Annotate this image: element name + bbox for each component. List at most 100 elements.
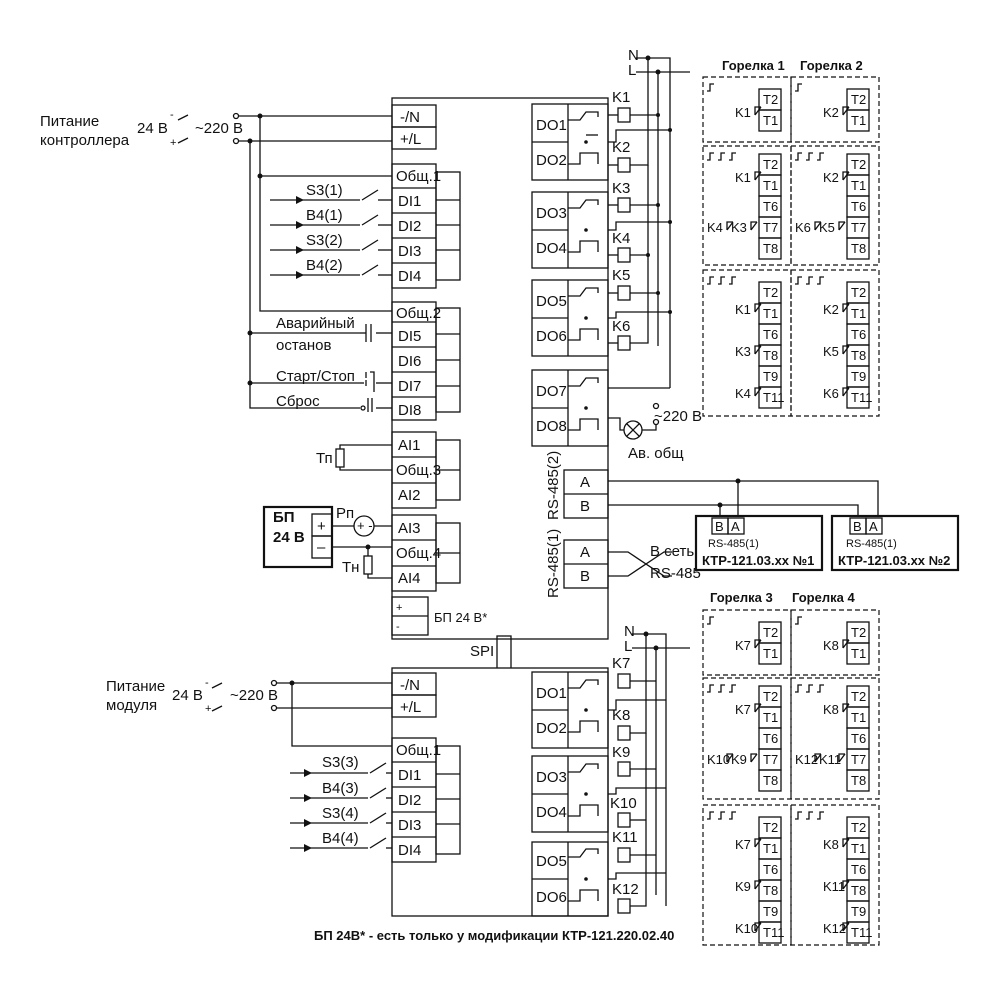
do4-label: DO4 bbox=[536, 240, 567, 257]
contact-symbol bbox=[842, 922, 850, 932]
pulse-mark bbox=[729, 684, 736, 693]
pulse-mark bbox=[707, 811, 714, 820]
svg-text:K1: K1 bbox=[612, 89, 630, 106]
relay-label: K6 bbox=[823, 386, 839, 401]
pulse-mark bbox=[795, 276, 802, 285]
contact-symbol bbox=[754, 345, 762, 355]
svg-text:Общ.1: Общ.1 bbox=[396, 742, 441, 759]
terminal-label: T9 bbox=[851, 369, 866, 384]
common3-label: Общ.3 bbox=[396, 462, 441, 479]
terminal-t11 bbox=[758, 921, 782, 944]
v24-label: 24 В bbox=[137, 120, 168, 137]
burners-bottom: Горелка 3 Горелка 4 bbox=[702, 590, 880, 946]
relay-label: K11 bbox=[823, 879, 845, 894]
svg-text:K9: K9 bbox=[612, 744, 630, 761]
module-block: -/N +/L Общ.1 DI1 DI2 DI3 DI4 DO1 DO2 DO… bbox=[391, 667, 609, 917]
contact-symbol bbox=[842, 880, 850, 890]
switch-label-2: B4(1) bbox=[306, 207, 343, 224]
pulse-mark bbox=[817, 152, 824, 161]
common1-label: Общ.1 bbox=[396, 168, 441, 185]
contact-symbol bbox=[754, 838, 762, 848]
term-minus-n: -/N bbox=[400, 109, 420, 126]
svg-text:КТР-121.03.хх №1: КТР-121.03.хх №1 bbox=[702, 553, 814, 568]
terminal-label: T2 bbox=[763, 92, 778, 107]
svg-text:L: L bbox=[624, 638, 632, 655]
relays-bottom: N L K7 K8 K9 K10 K11 K12 bbox=[608, 623, 690, 914]
relay-label: K10 bbox=[735, 921, 758, 936]
terminal-label: T2 bbox=[851, 820, 866, 835]
svg-text:S3(4): S3(4) bbox=[322, 805, 359, 822]
svg-text:24 В: 24 В bbox=[172, 687, 203, 704]
terminal-t8 bbox=[758, 237, 782, 260]
pulse-mark bbox=[729, 276, 736, 285]
do5-label: DO5 bbox=[536, 293, 567, 310]
svg-text:-: - bbox=[205, 677, 209, 689]
pulse-mark bbox=[795, 152, 802, 161]
to-net-1: В сеть bbox=[650, 543, 694, 560]
relay-label: K8 bbox=[823, 837, 839, 852]
pulse-mark bbox=[795, 811, 802, 820]
di6-label: DI6 bbox=[398, 353, 421, 370]
terminal-t11 bbox=[846, 386, 870, 409]
relay-label: K5 bbox=[819, 220, 835, 235]
terminal-label: T11 bbox=[851, 925, 872, 940]
svg-text:K7: K7 bbox=[612, 655, 630, 672]
terminal-label: T1 bbox=[763, 710, 778, 725]
relays-top: N L K1 K2 K3 K4 K5 bbox=[608, 47, 702, 462]
terminal-label: T1 bbox=[851, 306, 866, 321]
terminal-label: T8 bbox=[763, 773, 778, 788]
pulse-mark bbox=[817, 811, 824, 820]
ktr-device-1: В А RS-485(1) КТР-121.03.хх №1 bbox=[694, 514, 824, 572]
ai4-label: AI4 bbox=[398, 570, 421, 587]
relay-label: K9 bbox=[735, 879, 751, 894]
pulse-mark bbox=[718, 152, 725, 161]
terminal-label: T1 bbox=[763, 841, 778, 856]
svg-text:модуля: модуля bbox=[106, 697, 157, 714]
terminal-t1 bbox=[846, 109, 870, 132]
contact-symbol bbox=[814, 221, 822, 231]
contact-symbol bbox=[754, 303, 762, 313]
svg-text:А: А bbox=[869, 519, 878, 534]
relay-label: K9 bbox=[731, 752, 747, 767]
svg-text:+/L: +/L bbox=[400, 699, 421, 716]
contact-symbol bbox=[754, 106, 762, 116]
svg-text:B4(3): B4(3) bbox=[322, 780, 359, 797]
rs1-a: A bbox=[580, 544, 590, 561]
contact-symbol bbox=[726, 221, 734, 231]
contact-symbol bbox=[750, 753, 758, 763]
do1-label: DO1 bbox=[536, 117, 567, 134]
terminal-label: T8 bbox=[851, 241, 866, 256]
psu-label-1: БП bbox=[273, 509, 295, 526]
do8-label: DO8 bbox=[536, 418, 567, 435]
relay-k7: K7 bbox=[612, 655, 656, 689]
reset-label: Сброс bbox=[276, 393, 320, 410]
relay-label: K8 bbox=[823, 702, 839, 717]
relay-k4: K4 bbox=[608, 230, 648, 263]
pulse-mark bbox=[718, 811, 725, 820]
terminal-label: T6 bbox=[763, 731, 778, 746]
n-label: N bbox=[628, 47, 639, 64]
switch-label-4: B4(2) bbox=[306, 257, 343, 274]
svg-text:DO4: DO4 bbox=[536, 804, 567, 821]
terminal-label: T8 bbox=[763, 883, 778, 898]
terminal-label: T6 bbox=[851, 862, 866, 877]
pulse-mark bbox=[795, 616, 802, 625]
svg-text:RS-485(1): RS-485(1) bbox=[846, 538, 897, 550]
contact-symbol bbox=[754, 703, 762, 713]
svg-text:RS-485(1): RS-485(1) bbox=[708, 538, 759, 550]
svg-text:-: - bbox=[170, 109, 174, 121]
contact-symbol bbox=[842, 345, 850, 355]
svg-text:В: В bbox=[853, 519, 862, 534]
relay-k9: K9 bbox=[612, 744, 656, 777]
terminal-label: T9 bbox=[763, 369, 778, 384]
start-stop-label: Старт/Стоп bbox=[276, 368, 355, 385]
svg-text:+: + bbox=[205, 703, 211, 715]
pulse-mark bbox=[718, 276, 725, 285]
relay-label: K3 bbox=[735, 344, 751, 359]
svg-text:K8: K8 bbox=[612, 707, 630, 724]
contact-symbol bbox=[754, 171, 762, 181]
svg-text:DO6: DO6 bbox=[536, 889, 567, 906]
terminal-label: T1 bbox=[851, 646, 866, 661]
